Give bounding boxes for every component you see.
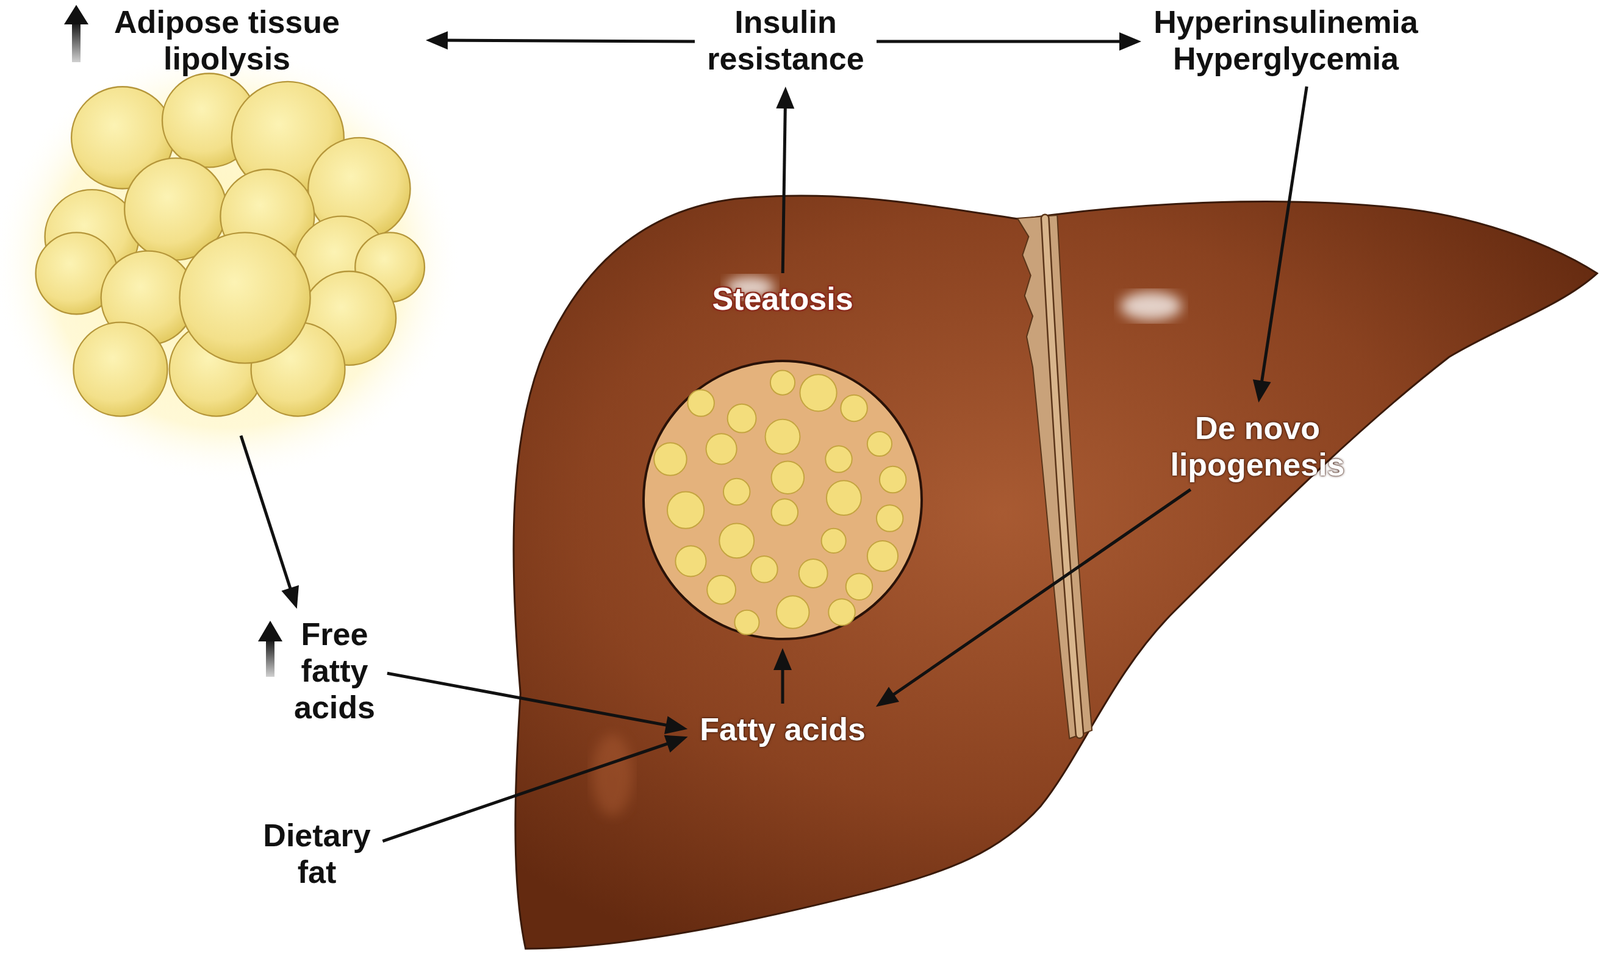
arrow-connector bbox=[875, 489, 1191, 707]
falciform-ligament bbox=[1017, 215, 1092, 739]
lipogenesis-label: De novo lipogenesis bbox=[1165, 409, 1350, 486]
node-text: Free fatty acids bbox=[291, 616, 378, 726]
lipid-droplet bbox=[667, 492, 704, 529]
arrow-head bbox=[875, 686, 900, 707]
node-text: Steatosis bbox=[709, 280, 856, 318]
node-text: Insulin resistance bbox=[704, 3, 867, 77]
lipid-droplet bbox=[687, 389, 714, 417]
lipid-droplet bbox=[771, 461, 805, 495]
lipid-droplet bbox=[675, 545, 706, 577]
liver-outline bbox=[513, 195, 1597, 950]
arrow-line bbox=[382, 741, 675, 842]
arrow-head bbox=[773, 648, 792, 671]
liver-illustration bbox=[513, 195, 1597, 950]
lipid-droplet bbox=[799, 559, 828, 589]
increase-arrow-shaft bbox=[265, 639, 275, 678]
arrow-connector bbox=[1252, 86, 1307, 403]
lipid-droplet bbox=[828, 599, 855, 626]
arrow-line bbox=[782, 101, 786, 274]
increase-arrow-shaft bbox=[71, 21, 81, 63]
lipid-droplet bbox=[706, 575, 736, 605]
arrow-connector bbox=[240, 435, 299, 609]
highlight bbox=[1120, 291, 1182, 321]
arrow-head bbox=[1252, 379, 1272, 403]
adipose-node: Adipose tissue lipolysis bbox=[35, 3, 419, 429]
arrow-head bbox=[664, 716, 688, 734]
node-text: De novo lipogenesis bbox=[1167, 409, 1348, 484]
lipid-droplet bbox=[719, 523, 754, 559]
lipid-droplet bbox=[821, 528, 847, 554]
adipose-glow bbox=[0, 43, 462, 483]
lipid-droplet bbox=[653, 442, 687, 476]
lipid-droplet bbox=[825, 445, 852, 473]
insulin-resistance-label: Insulin resistance bbox=[702, 3, 870, 80]
arrow-head bbox=[1119, 32, 1142, 51]
arrow-head bbox=[281, 585, 299, 610]
lipid-droplet bbox=[867, 431, 892, 457]
round-ligament bbox=[1044, 218, 1080, 736]
arrow-connector bbox=[387, 673, 688, 735]
free-fatty-acids-label: Free fatty acids bbox=[289, 616, 381, 729]
adipose-cluster bbox=[0, 43, 462, 483]
arrow-line bbox=[876, 40, 1127, 44]
fatty-acids-label: Fatty acids bbox=[694, 711, 871, 751]
arrow-connector bbox=[876, 32, 1142, 51]
arrow-line bbox=[1260, 86, 1307, 389]
lipid-droplet bbox=[750, 556, 778, 583]
lipid-droplet bbox=[771, 498, 798, 526]
arrow-line bbox=[440, 40, 695, 42]
increase-arrow-head bbox=[258, 620, 283, 642]
lipid-droplet bbox=[734, 610, 759, 635]
fat-cell bbox=[73, 322, 168, 417]
lipid-droplet bbox=[879, 466, 906, 493]
arrow-connector bbox=[775, 86, 795, 274]
arrow-line bbox=[387, 673, 674, 727]
steatosis-circle: Steatosis bbox=[641, 280, 924, 642]
arrow-head bbox=[664, 735, 689, 753]
steatosis-circle-outline bbox=[643, 361, 922, 640]
lipid-droplet bbox=[876, 505, 903, 532]
lipid-droplet bbox=[770, 370, 795, 396]
lipid-droplet bbox=[840, 395, 867, 422]
lipid-droplet bbox=[776, 595, 810, 629]
arrow-head bbox=[775, 86, 795, 109]
dietary-fat-label: Dietary fat bbox=[258, 817, 376, 894]
increase-arrow-head bbox=[64, 4, 89, 25]
node-text: Fatty acids bbox=[697, 711, 869, 748]
lipid-droplet bbox=[867, 541, 898, 572]
arrow-head bbox=[425, 31, 448, 50]
lipid-droplet bbox=[826, 480, 862, 516]
hyper-label: Hyperinsulinemia Hyperglycemia bbox=[1148, 3, 1424, 80]
lipid-droplet bbox=[706, 433, 737, 465]
node-text: Dietary fat bbox=[260, 817, 374, 891]
fat-cell bbox=[179, 232, 310, 363]
lipid-droplet bbox=[846, 573, 873, 600]
lipid-droplet bbox=[727, 404, 757, 434]
lipid-droplet bbox=[799, 374, 837, 412]
lipid-droplet bbox=[723, 478, 750, 506]
arrow-line bbox=[888, 489, 1191, 700]
highlight bbox=[591, 735, 633, 817]
arrow-connector bbox=[773, 648, 792, 704]
arrow-connector bbox=[382, 735, 688, 842]
arrow-connector bbox=[425, 31, 695, 50]
increase-arrow bbox=[258, 620, 283, 678]
lipid-droplet bbox=[765, 419, 801, 455]
increase-arrow bbox=[64, 4, 89, 63]
node-text: Hyperinsulinemia Hyperglycemia bbox=[1151, 3, 1421, 77]
steatosis-circle-shape bbox=[641, 359, 924, 642]
arrow-line bbox=[240, 435, 293, 595]
node-text: Adipose tissue lipolysis bbox=[111, 3, 343, 77]
round-ligament-core bbox=[1044, 218, 1080, 736]
